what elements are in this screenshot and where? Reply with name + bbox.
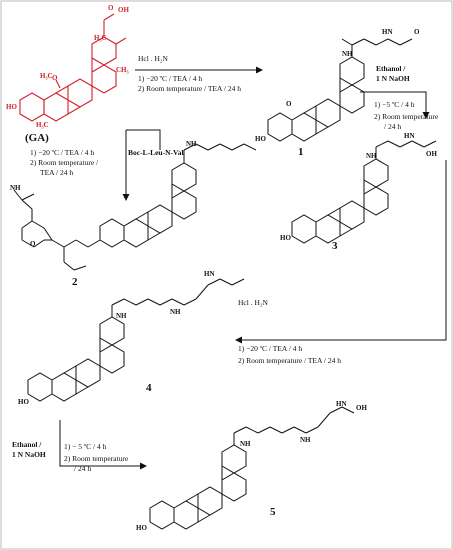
c1-keto-o: O	[286, 100, 292, 108]
reagent-4: Hcl . H₂N	[238, 298, 268, 307]
c4-nh: NH	[116, 312, 127, 320]
ga-acid-o: O	[108, 4, 114, 12]
ga-ho: HO	[6, 103, 17, 111]
ga-ch3: CH₃	[116, 66, 129, 74]
reagent-boc: Boc-L-Leu-N-Val	[128, 148, 184, 157]
compound-1-label: 1	[298, 146, 304, 158]
c2-nh: NH	[10, 184, 21, 192]
c3-ho: HO	[280, 234, 291, 242]
c3-nh: NH	[366, 152, 377, 160]
c5-ho: HO	[136, 524, 147, 532]
c1-o: O	[414, 28, 420, 36]
ga-h3c-3: H₃C	[36, 121, 49, 129]
c2-o: O	[30, 240, 36, 248]
compound-5-label: 5	[270, 506, 276, 518]
c1-ho: HO	[255, 135, 266, 143]
ga-h3c-2: H₃C	[40, 72, 53, 80]
c5-oh: OH	[356, 404, 367, 412]
compound-3-structure	[291, 140, 437, 244]
c2-nh-2: NH	[186, 140, 197, 148]
reagent-eth-1: Ethanol /	[376, 64, 406, 73]
ga-h3c: H₃C	[94, 34, 107, 42]
compound-ga-label: (GA)	[25, 132, 49, 144]
cond-3b: 2) Room temperature /	[30, 158, 99, 167]
compound-2-structure	[13, 143, 257, 271]
reagent-eth-2: Ethanol /	[12, 440, 42, 449]
compound-1-structure	[267, 38, 413, 142]
c3-oh: OH	[426, 150, 437, 158]
ga-keto-o: O	[52, 74, 58, 82]
cond-5c: / 24 h	[74, 464, 92, 473]
cond-3c: TEA / 24 h	[40, 168, 74, 177]
c4-nh-2: NH	[170, 308, 181, 316]
reagent-1: Hcl . H₂N	[138, 54, 168, 63]
cond-5a: 1) − 5 ºC / 4 h	[64, 442, 107, 451]
c5-nh-2: NH	[300, 436, 311, 444]
arrow-1-to-3	[360, 91, 430, 119]
reagent-eth-2b: 1 N NaOH	[12, 450, 46, 459]
cond-2c: / 24 h	[384, 122, 402, 131]
compound-2-label: 2	[72, 276, 78, 288]
cond-4a: 1) −20 ºC / TEA / 4 h	[238, 344, 303, 353]
c4-ho: HO	[18, 398, 29, 406]
compound-3-label: 3	[332, 240, 338, 252]
reagent-eth-1b: 1 N NaOH	[376, 74, 410, 83]
cond-2b: 2) Room temperature	[374, 112, 439, 121]
c4-hn: HN	[204, 270, 215, 278]
c1-hn: HN	[382, 28, 393, 36]
cond-2a: 1) −5 ºC / 4 h	[374, 100, 415, 109]
arrow-4-to-5	[59, 420, 147, 470]
c5-hn: HN	[336, 400, 347, 408]
cond-4b: 2) Room temperature / TEA / 24 h	[238, 356, 341, 365]
ga-structure	[19, 13, 127, 122]
compound-4-label: 4	[146, 382, 152, 394]
cond-1b: 2) Room temperature / TEA / 24 h	[138, 84, 241, 93]
arrow-3-to-4	[235, 160, 447, 344]
c1-nh: NH	[342, 50, 353, 58]
compound-5-structure	[149, 406, 355, 530]
cond-3a: 1) −20 ºC / TEA / 4 h	[30, 148, 95, 157]
c3-hn: HN	[404, 132, 415, 140]
c5-nh: NH	[240, 440, 251, 448]
arrow-ga-to-2	[126, 129, 161, 150]
cond-5b: 2) Room temperature	[64, 454, 129, 463]
ga-acid-oh: OH	[118, 6, 129, 14]
cond-1a: 1) −20 ºC / TEA / 4 h	[138, 74, 203, 83]
compound-4-structure	[27, 278, 245, 402]
